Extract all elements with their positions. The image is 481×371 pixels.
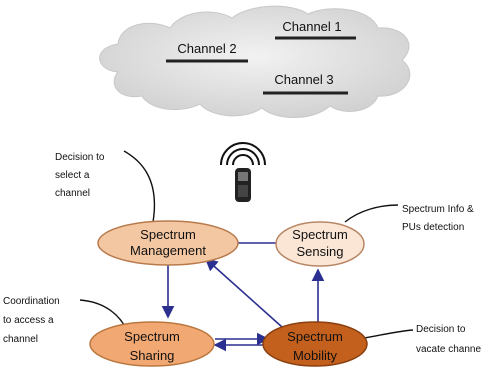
management-line1: Spectrum (140, 227, 196, 242)
sharing-annotation-line1: Coordination (3, 296, 60, 307)
spectrum-sensing-node: Spectrum Sensing (275, 221, 365, 267)
sensing-line2: Sensing (297, 244, 344, 259)
mobility-line2: Mobility (293, 348, 338, 363)
mobility-annotation-line1: Decision to (416, 324, 466, 335)
mobile-phone-icon (235, 168, 251, 202)
channel-3: Channel 3 (263, 72, 348, 95)
spectrum-mobility-node: Spectrum Mobility (262, 321, 368, 367)
sensing-annotation-line2: PUs detection (402, 222, 464, 233)
mobility-line1: Spectrum (287, 329, 343, 344)
management-annotation-line2: select a (55, 170, 90, 181)
sensing-line1: Spectrum (292, 227, 348, 242)
management-line2: Management (130, 243, 206, 258)
management-leader (123, 150, 156, 223)
cloud (99, 5, 411, 118)
wireless-signal-icon (220, 142, 266, 166)
sharing-line2: Sharing (130, 348, 175, 363)
sharing-annotation-line3: channel (3, 334, 38, 345)
sharing-annotation-line2: to access a (3, 315, 54, 326)
management-annotation-line3: channel (55, 188, 90, 199)
spectrum-management-node: Spectrum Management (97, 220, 239, 266)
sensing-annotation: Spectrum Info & PUs detection (402, 204, 474, 233)
management-annotation-line1: Decision to (55, 152, 105, 163)
sensing-leader (344, 204, 399, 223)
channel-1-label: Channel 1 (282, 19, 341, 34)
sharing-line1: Spectrum (124, 329, 180, 344)
sharing-annotation: Coordination to access a channel (3, 296, 60, 345)
sensing-annotation-line1: Spectrum Info & (402, 204, 474, 215)
spectrum-sharing-node: Spectrum Sharing (89, 321, 215, 367)
channel-2-label: Channel 2 (177, 41, 236, 56)
channel-2: Channel 2 (166, 41, 248, 63)
channel-3-label: Channel 3 (274, 72, 333, 87)
arrow-mobility-to-management (204, 257, 283, 328)
mobility-annotation-line2: vacate channel (416, 344, 481, 355)
mobility-annotation: Decision to vacate channel (416, 324, 481, 355)
management-annotation: Decision to select a channel (55, 152, 105, 199)
channel-1: Channel 1 (275, 19, 356, 40)
